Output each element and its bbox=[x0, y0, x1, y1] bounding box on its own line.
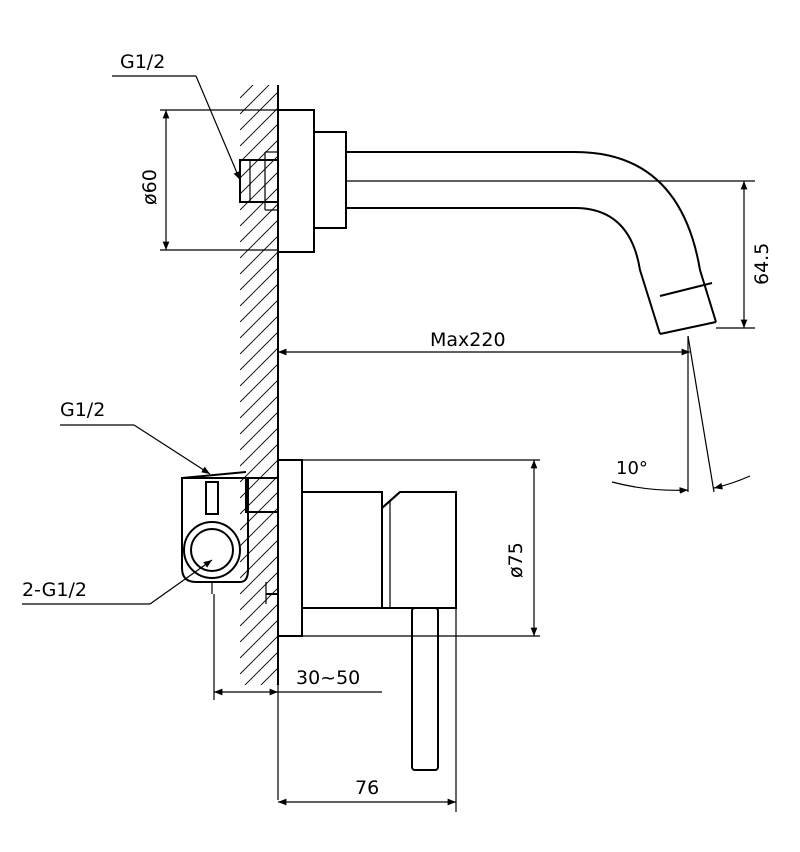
wall bbox=[240, 85, 279, 685]
spout-thread-label: G1/2 bbox=[120, 51, 165, 73]
valve-dimensions bbox=[22, 424, 540, 812]
spout-dimensions bbox=[112, 75, 755, 494]
angle-label: 10° bbox=[616, 458, 648, 479]
mixer-valve-assembly bbox=[181, 459, 457, 771]
outlets-thread-label: 2-G1/2 bbox=[22, 579, 87, 601]
wall-hatching bbox=[240, 85, 278, 685]
handle-diameter-label: ø75 bbox=[505, 542, 527, 578]
wall-depth-label: 30~50 bbox=[296, 667, 360, 689]
flange-diameter-label: ø60 bbox=[139, 169, 161, 205]
max-reach-label: Max220 bbox=[430, 329, 506, 351]
handle-depth-label: 76 bbox=[355, 777, 379, 799]
spout-assembly bbox=[239, 109, 755, 335]
spout-drop-label: 64.5 bbox=[751, 243, 773, 285]
valve-thread-label: G1/2 bbox=[60, 399, 105, 421]
